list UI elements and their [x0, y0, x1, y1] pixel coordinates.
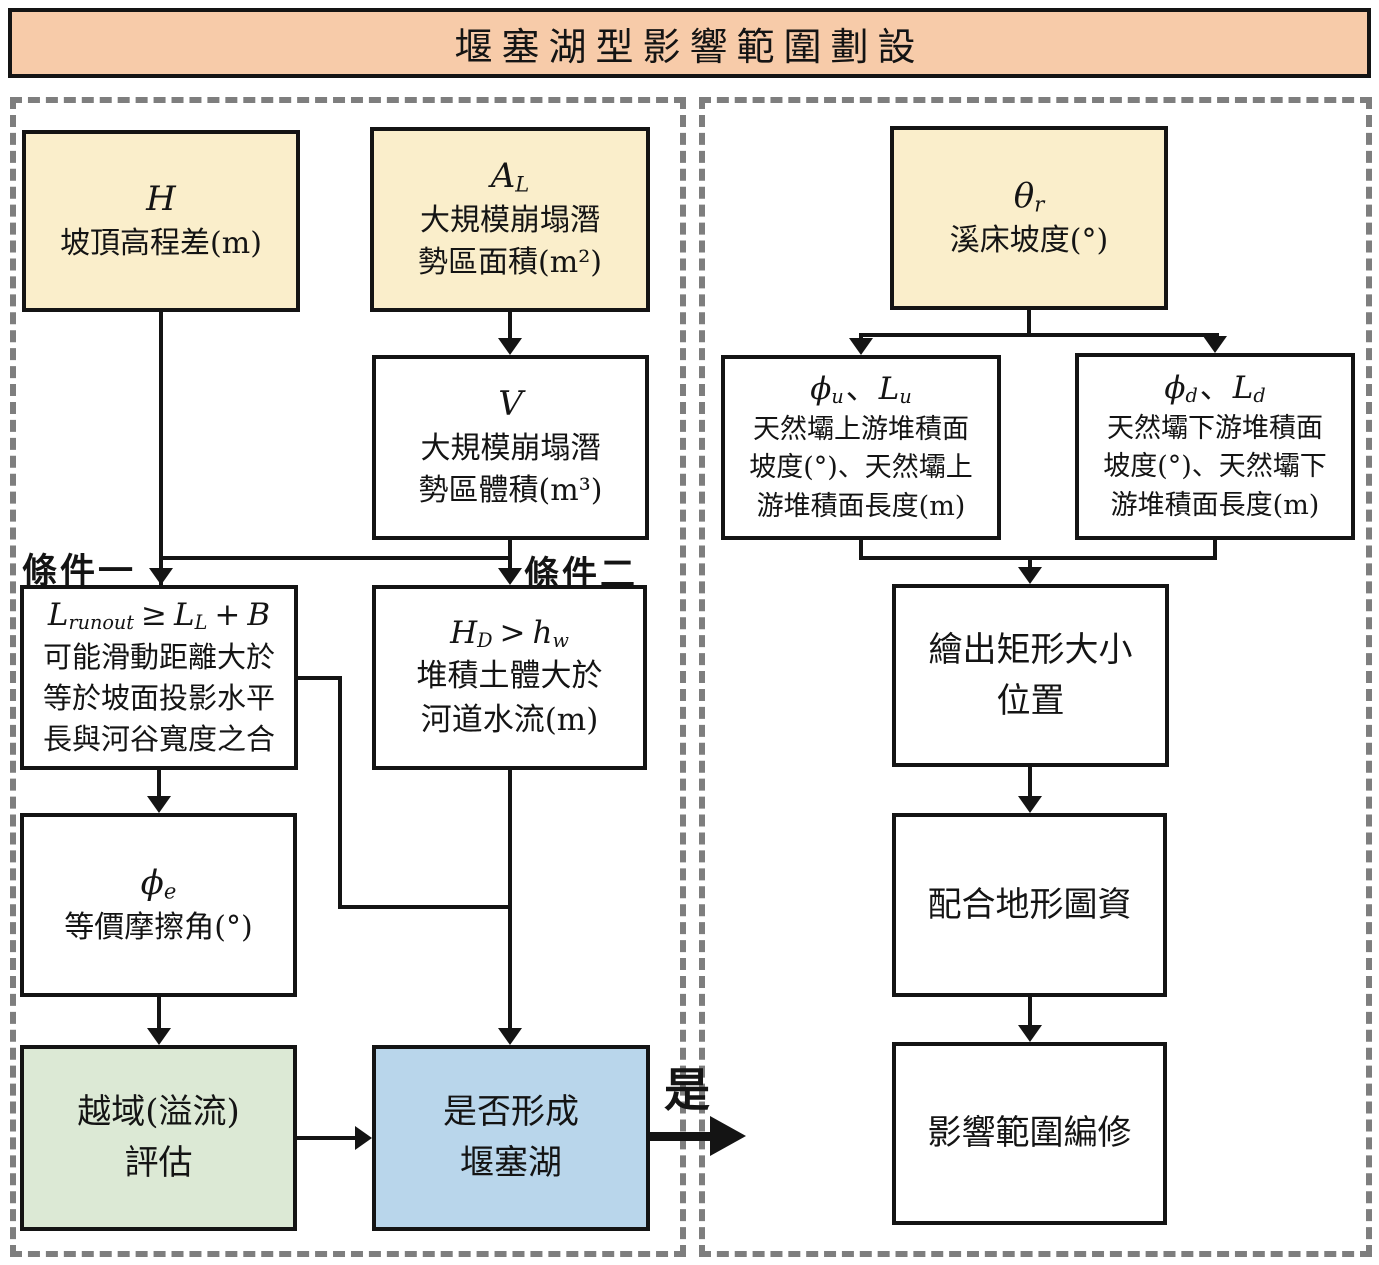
v-label-1: 大規模崩塌潛	[420, 430, 601, 466]
arrowhead-into-phiu	[849, 338, 873, 355]
al-symbol: AL	[490, 155, 530, 197]
box-draw-rectangle: 繪出矩形大小 位置	[892, 584, 1169, 767]
phiu-text-1: 天然壩上游堆積面	[753, 413, 969, 445]
connector-cond1-elbow-down	[338, 676, 342, 909]
edit-text: 影響範圍編修	[927, 1113, 1132, 1153]
connector-split-left-down	[859, 333, 863, 341]
phiu-text-3: 游堆積面長度(m)	[756, 490, 966, 522]
condition1-text-1: 可能滑動距離大於	[42, 639, 275, 674]
box-topographic-map: 配合地形圖資	[892, 813, 1167, 997]
lake-text-2: 堰塞湖	[460, 1143, 562, 1183]
connector-cond1-to-phie	[157, 770, 161, 799]
v-label-2: 勢區體積(m³)	[418, 473, 603, 509]
v-symbol: V	[498, 383, 523, 424]
phiu-text-2: 坡度(°)、天然壩上	[749, 452, 973, 484]
connector-phid-down	[1213, 540, 1217, 560]
condition1-text-2: 等於坡面投影水平	[42, 680, 275, 715]
overflow-text-1: 越域(溢流)	[77, 1092, 240, 1132]
connector-draw-to-topo	[1028, 767, 1032, 799]
topo-text: 配合地形圖資	[927, 884, 1132, 925]
box-phie-friction-angle: ϕe 等價摩擦角(°)	[20, 813, 297, 997]
phid-text-2: 坡度(°)、天然壩下	[1103, 451, 1327, 483]
left-panel-dashed-border	[10, 97, 686, 1257]
phie-label: 等價摩擦角(°)	[64, 909, 253, 945]
phid-text-1: 天然壩下游堆積面	[1107, 412, 1323, 444]
box-edit-impact-range: 影響範圍編修	[892, 1042, 1167, 1225]
arrowhead-into-condition2	[498, 568, 522, 585]
right-panel-dashed-border	[699, 97, 1372, 1257]
arrowhead-into-overflow	[147, 1028, 171, 1045]
arrowhead-into-phie	[147, 796, 171, 813]
arrowhead-into-v	[498, 338, 522, 355]
arrowhead-into-topo	[1018, 796, 1042, 813]
theta-symbol: θr	[1013, 175, 1045, 217]
connector-crossbar-conditions	[159, 556, 512, 560]
box-h-crest-elevation: H 坡頂高程差(m)	[22, 130, 300, 312]
arrowhead-yes-exit	[710, 1116, 746, 1156]
h-symbol: H	[146, 178, 176, 219]
connector-overflow-to-lake	[297, 1136, 356, 1140]
box-lake-formation-decision: 是否形成 堰塞湖	[372, 1045, 650, 1231]
lake-text-1: 是否形成	[443, 1092, 579, 1132]
arrowhead-into-draw	[1018, 567, 1042, 584]
connector-topo-to-edit	[1028, 997, 1032, 1028]
connector-merge-bar	[859, 556, 1217, 560]
connector-v-down	[508, 540, 512, 572]
box-phid-downstream-deposit: ϕd、Ld 天然壩下游堆積面 坡度(°)、天然壩下 游堆積面長度(m)	[1075, 353, 1355, 540]
yes-label: 是	[664, 1063, 710, 1117]
box-theta-riverbed-slope: θr 溪床坡度(°)	[890, 126, 1168, 310]
condition1-text-3: 長與河谷寬度之合	[42, 722, 275, 756]
condition1-formula: Lrunout≥LL+B	[47, 596, 271, 635]
condition2-text-2: 河道水流(m)	[420, 702, 599, 739]
draw-text-1: 繪出矩形大小	[928, 629, 1133, 670]
box-overflow-evaluation: 越域(溢流) 評估	[20, 1045, 297, 1231]
phid-text-3: 游堆積面長度(m)	[1110, 489, 1320, 521]
arrowhead-into-phid	[1203, 336, 1227, 353]
box-condition2-dam-height: HD>hw 堆積土體大於 河道水流(m)	[372, 585, 647, 770]
phid-formula: ϕd、Ld	[1164, 370, 1266, 408]
al-label-1: 大規模崩塌潛	[420, 202, 600, 238]
arrowhead-into-edit	[1018, 1025, 1042, 1042]
connector-cond1-right	[298, 676, 342, 680]
condition2-formula: HD>hw	[450, 614, 569, 652]
box-v-landslide-volume: V 大規模崩塌潛 勢區體積(m³)	[372, 355, 649, 540]
al-label-2: 勢區面積(m²)	[418, 245, 602, 281]
connector-cond1-join	[338, 905, 512, 909]
connector-phie-to-overflow	[157, 997, 161, 1031]
arrowhead-into-lake	[498, 1028, 522, 1045]
box-condition1-runout: Lrunout≥LL+B 可能滑動距離大於 等於坡面投影水平 長與河谷寬度之合	[20, 585, 298, 770]
connector-theta-down	[1027, 310, 1031, 337]
h-label: 坡頂高程差(m)	[60, 225, 262, 261]
title-banner: 堰塞湖型影響範圍劃設	[8, 8, 1371, 78]
theta-label: 溪床坡度(°)	[949, 222, 1109, 258]
draw-text-2: 位置	[996, 680, 1065, 721]
connector-phiu-down	[859, 540, 863, 560]
connector-theta-split-bar	[859, 333, 1219, 337]
page-title: 堰塞湖型影響範圍劃設	[454, 24, 925, 69]
connector-yes-exit	[650, 1132, 712, 1141]
connector-cond2-to-lake	[508, 770, 512, 1031]
overflow-text-2: 評估	[124, 1143, 193, 1183]
box-al-landslide-area: AL 大規模崩塌潛 勢區面積(m²)	[370, 127, 650, 312]
phiu-formula: ϕu、Lu	[810, 371, 912, 409]
arrowhead-into-condition1	[149, 568, 173, 585]
condition2-text-1: 堆積土體大於	[416, 658, 603, 695]
box-phiu-upstream-deposit: ϕu、Lu 天然壩上游堆積面 坡度(°)、天然壩上 游堆積面長度(m)	[721, 355, 1001, 540]
connector-al-to-v	[508, 312, 512, 342]
connector-merge-down	[1028, 556, 1032, 571]
arrowhead-into-lake-left	[355, 1126, 372, 1150]
phie-symbol: ϕe	[140, 862, 177, 904]
connector-h-down	[159, 312, 163, 585]
